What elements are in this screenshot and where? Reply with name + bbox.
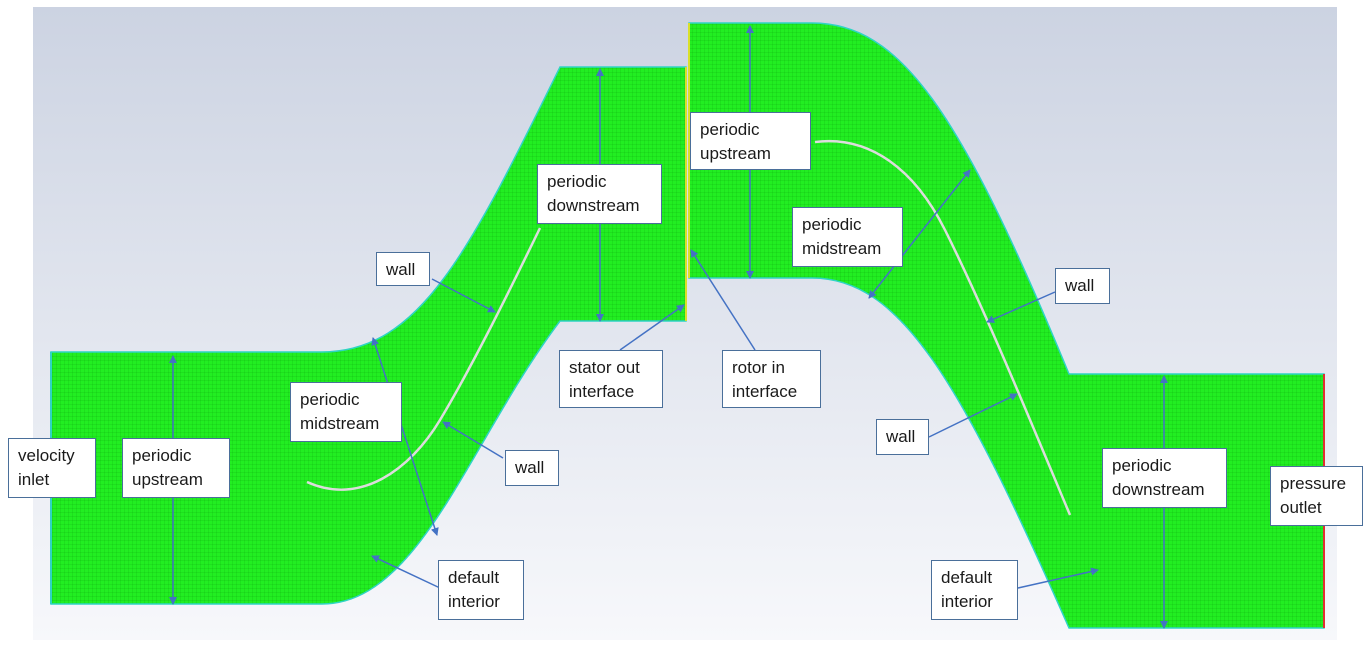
rotor-periodic-midstream-arrow <box>868 169 971 299</box>
stator-periodic-upstream-label-line-2: upstream <box>132 470 203 489</box>
stator-wall-lower-label: wall <box>505 450 559 486</box>
stator-periodic-midstream-label-line-2: midstream <box>300 414 380 433</box>
rotor-periodic-midstream-label-line-1: periodic <box>802 215 862 234</box>
rotor-wall-lower-label: wall <box>876 419 929 455</box>
rotor-periodic-upstream-label-line-1: periodic <box>700 120 760 139</box>
stator-wall-lower-arrow <box>442 421 504 459</box>
stator-periodic-midstream-label-line-1: periodic <box>300 390 360 409</box>
stator-periodic-upstream-label: periodic upstream <box>122 438 230 498</box>
rotor-default-interior-label-line-2: interior <box>941 592 993 611</box>
stator-out-interface-arrow <box>619 304 685 351</box>
stator-default-interior-arrow <box>371 555 441 589</box>
rotor-in-interface-arrow <box>690 249 756 351</box>
pressure-outlet-label: pressure outlet <box>1270 466 1363 526</box>
stator-wall-lower-label-text: wall <box>515 458 545 477</box>
rotor-periodic-downstream-label-line-2: downstream <box>1112 480 1205 499</box>
stator-default-interior-label-line-2: interior <box>448 592 500 611</box>
rotor-default-interior-label-line-1: default <box>941 568 993 587</box>
pressure-outlet-label-line-2: outlet <box>1280 498 1322 517</box>
rotor-wall-lower-arrow <box>928 393 1018 438</box>
rotor-wall-upper-arrow <box>986 291 1056 323</box>
rotor-in-interface-label-line-2: interface <box>732 382 798 401</box>
rotor-periodic-upstream-label-line-2: upstream <box>700 144 771 163</box>
rotor-wall-upper-label-text: wall <box>1065 276 1095 295</box>
stator-wall-upper-label-text: wall <box>386 260 416 279</box>
velocity-inlet-label-line-2: inlet <box>18 470 50 489</box>
stator-out-interface-label-line-2: interface <box>569 382 635 401</box>
stator-default-interior-label: default interior <box>438 560 524 620</box>
stator-periodic-midstream-label: periodic midstream <box>290 382 402 442</box>
stator-default-interior-label-line-1: default <box>448 568 500 587</box>
rotor-periodic-downstream-label: periodic downstream <box>1102 448 1227 508</box>
stator-periodic-downstream-label: periodic downstream <box>537 164 662 224</box>
stator-periodic-downstream-label-line-1: periodic <box>547 172 607 191</box>
rotor-in-interface-label: rotor in interface <box>722 350 821 408</box>
stator-out-interface-label: stator out interface <box>559 350 663 408</box>
rotor-wall-upper-label: wall <box>1055 268 1110 304</box>
stator-periodic-downstream-label-line-2: downstream <box>547 196 640 215</box>
stator-blade <box>306 227 542 491</box>
stator-out-interface-label-line-1: stator out <box>569 358 640 377</box>
rotor-default-interior-arrow <box>1017 567 1099 589</box>
rotor-default-interior-label: default interior <box>931 560 1018 620</box>
rotor-wall-lower-label-text: wall <box>886 427 916 446</box>
rotor-periodic-midstream-label-line-2: midstream <box>802 239 882 258</box>
velocity-inlet-label-line-1: velocity <box>18 446 75 465</box>
rotor-periodic-downstream-label-line-1: periodic <box>1112 456 1172 475</box>
rotor-periodic-midstream-label: periodic midstream <box>792 207 903 267</box>
rotor-periodic-upstream-label: periodic upstream <box>690 112 811 170</box>
stator-wall-upper-label: wall <box>376 252 430 286</box>
stator-periodic-upstream-label-line-1: periodic <box>132 446 192 465</box>
rotor-in-interface-label-line-1: rotor in <box>732 358 785 377</box>
velocity-inlet-label: velocity inlet <box>8 438 96 498</box>
stator-periodic-midstream-arrow <box>371 337 439 536</box>
pressure-outlet-label-line-1: pressure <box>1280 474 1347 493</box>
stator-wall-upper-arrow <box>431 278 496 313</box>
